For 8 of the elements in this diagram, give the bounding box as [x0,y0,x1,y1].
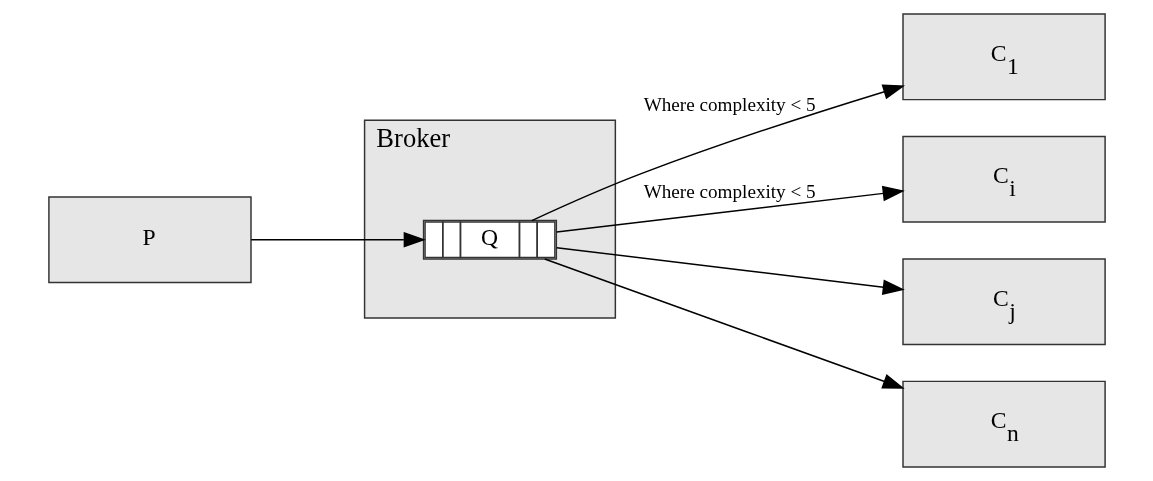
node-box: P [47,196,252,284]
edge-label: Where complexity < 5 [643,180,816,202]
edge-label: Where complexity < 5 [643,93,816,115]
arrow [555,185,905,233]
arrow [530,84,905,222]
arrow [555,246,905,295]
arrow [543,258,905,389]
arrow [249,232,426,248]
